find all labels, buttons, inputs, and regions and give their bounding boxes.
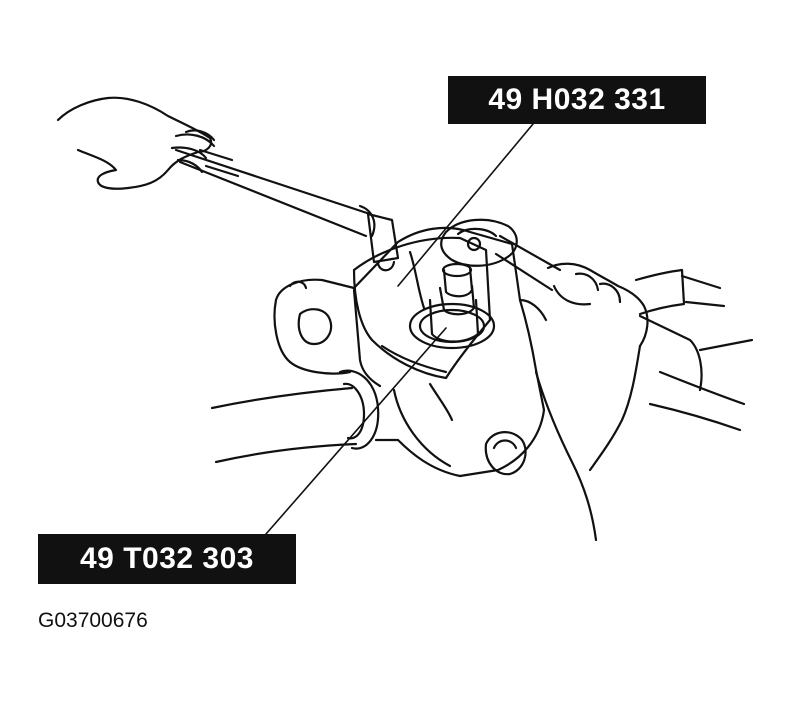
part-number-label-bottom: 49 T032 303 — [38, 534, 296, 584]
rack-tube-right-drawing — [634, 268, 754, 432]
ratchet-wrench-drawing — [440, 218, 562, 292]
leader-lines — [265, 123, 534, 535]
leader-line-bottom — [265, 327, 447, 535]
gear-housing-drawing — [273, 226, 546, 478]
special-tool-plate-drawing — [352, 236, 492, 380]
left-hand-drawing — [56, 96, 216, 190]
torque-wrench-drawing — [174, 148, 400, 272]
leader-line-top — [397, 123, 534, 287]
rack-tube-left-drawing — [210, 369, 380, 464]
part-number-label-top: 49 H032 331 — [448, 76, 706, 124]
figure-code: G03700676 — [38, 609, 148, 632]
pinion-nut-drawing — [408, 262, 496, 350]
right-hand-drawing — [518, 262, 649, 542]
